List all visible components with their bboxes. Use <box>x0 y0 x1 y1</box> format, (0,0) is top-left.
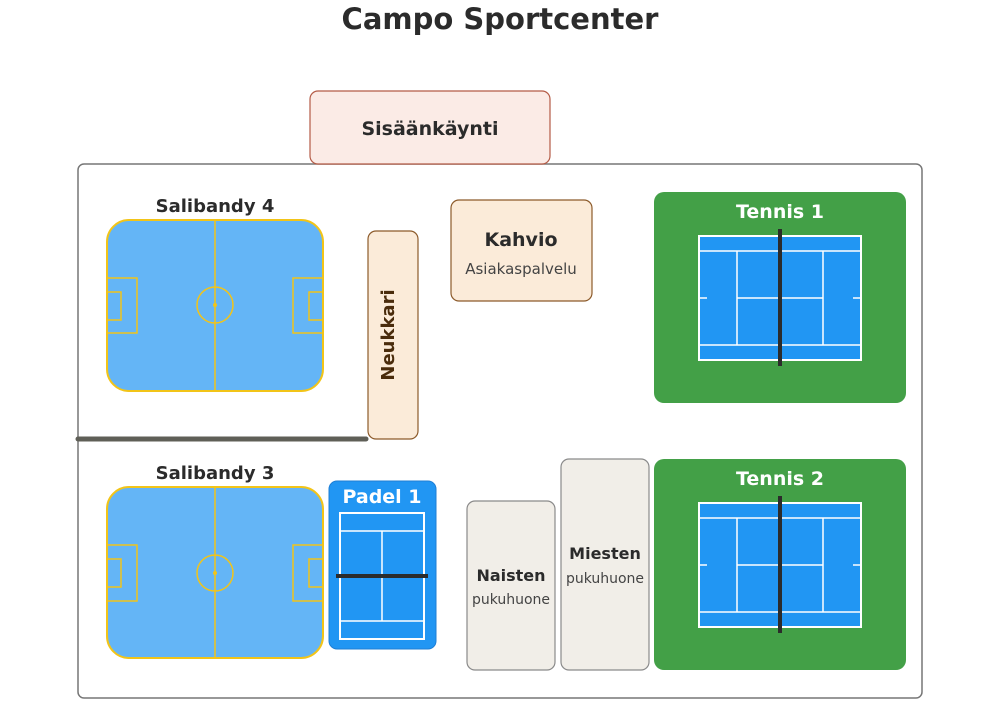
page-title: Campo Sportcenter <box>341 2 659 36</box>
padel-1-court[interactable]: Padel 1 <box>328 480 437 650</box>
miesten-subtitle: pukuhuone <box>566 571 644 587</box>
naisten-subtitle: pukuhuone <box>472 592 550 608</box>
neukkari-label: Neukkari <box>378 289 399 380</box>
padel-1-label: Padel 1 <box>342 486 421 508</box>
tennis-1-court[interactable]: Tennis 1 <box>654 192 906 403</box>
entrance[interactable]: Sisäänkäynti <box>309 90 551 165</box>
entrance-label: Sisäänkäynti <box>361 118 498 140</box>
tennis-1-label: Tennis 1 <box>736 201 824 223</box>
tennis-2-label: Tennis 2 <box>736 468 824 490</box>
miesten-pukuhuone[interactable]: Miesten pukuhuone <box>560 458 650 671</box>
neukkari-room[interactable]: Neukkari <box>367 230 419 440</box>
salibandy-4-court[interactable]: Salibandy 4 <box>106 196 324 392</box>
kahvio-title: Kahvio <box>484 229 557 251</box>
kahvio-room[interactable]: Kahvio Asiakaspalvelu <box>450 199 593 302</box>
naisten-title: Naisten <box>476 566 545 585</box>
naisten-pukuhuone[interactable]: Naisten pukuhuone <box>466 500 556 671</box>
tennis-2-court[interactable]: Tennis 2 <box>654 459 906 670</box>
miesten-title: Miesten <box>569 544 641 563</box>
salibandy-3-label: Salibandy 3 <box>156 463 275 484</box>
kahvio-subtitle: Asiakaspalvelu <box>465 260 577 278</box>
salibandy-3-court[interactable]: Salibandy 3 <box>106 463 324 659</box>
salibandy-4-label: Salibandy 4 <box>156 196 275 217</box>
